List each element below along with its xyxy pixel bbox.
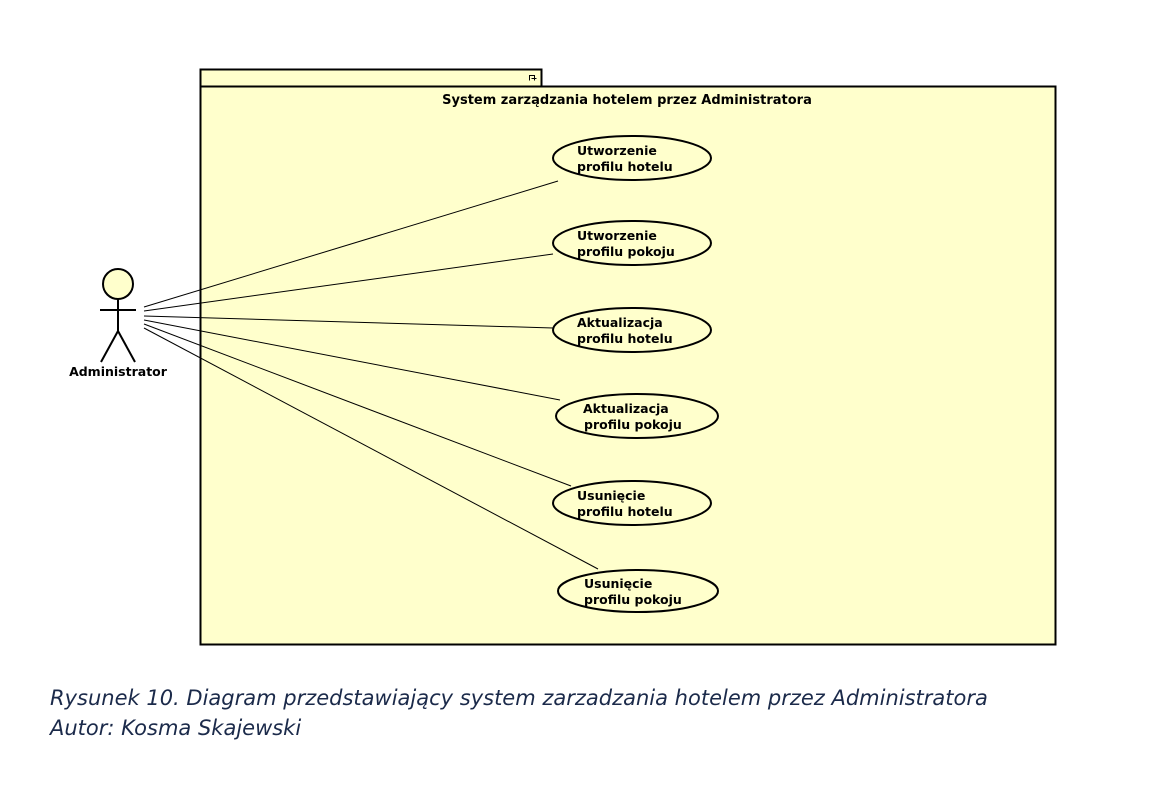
- use-case-ellipse: [552, 307, 712, 353]
- actor-label: Administrator: [69, 364, 168, 379]
- use-case-ellipse: [552, 220, 712, 266]
- actor-head: [102, 268, 134, 300]
- use-case-create-room: Utworzenie profilu pokoju: [552, 220, 712, 266]
- association-line: [143, 253, 554, 312]
- use-case-update-hotel: Aktualizacja profilu hotelu: [552, 307, 712, 353]
- use-case-label: profilu hotelu: [577, 331, 673, 346]
- association-line: [143, 323, 572, 487]
- use-case-label: profilu pokoju: [584, 417, 682, 432]
- use-case-label: profilu pokoju: [584, 592, 682, 607]
- system-tab: [199, 68, 543, 88]
- use-case-ellipse: [555, 393, 719, 439]
- use-case-create-hotel: Utworzenie profilu hotelu: [552, 135, 712, 181]
- associations: [143, 180, 599, 570]
- use-case-label: Usunięcie: [584, 576, 652, 591]
- use-case-delete-room: Usunięcie profilu pokoju: [557, 569, 719, 613]
- association-line: [143, 180, 559, 308]
- figure-caption: Rysunek 10. Diagram przedstawiający syst…: [50, 686, 988, 710]
- component-icon: [529, 75, 537, 81]
- use-case-label: profilu hotelu: [577, 159, 673, 174]
- use-case-label: Aktualizacja: [583, 401, 669, 416]
- association-line: [143, 327, 599, 570]
- actor-body: [100, 299, 136, 363]
- association-line: [143, 319, 561, 401]
- use-case-ellipse: [552, 135, 712, 181]
- use-case-label: Usunięcie: [577, 488, 645, 503]
- use-case-label: profilu pokoju: [577, 244, 675, 259]
- use-case-ellipse: [552, 480, 712, 526]
- use-case-label: Utworzenie: [577, 228, 657, 243]
- association-line: [143, 315, 554, 329]
- use-case-diagram: System zarządzania hotelem przez Adminis…: [69, 68, 1057, 646]
- use-case-label: profilu hotelu: [577, 504, 673, 519]
- use-case-delete-hotel: Usunięcie profilu hotelu: [552, 480, 712, 526]
- actor-administrator: Administrator: [69, 268, 168, 379]
- use-case-ellipse: [557, 569, 719, 613]
- use-case-label: Utworzenie: [577, 143, 657, 158]
- use-case-update-room: Aktualizacja profilu pokoju: [555, 393, 719, 439]
- system-title: System zarządzania hotelem przez Adminis…: [442, 93, 812, 108]
- figure-author: Autor: Kosma Skajewski: [50, 716, 302, 740]
- use-case-label: Aktualizacja: [577, 315, 663, 330]
